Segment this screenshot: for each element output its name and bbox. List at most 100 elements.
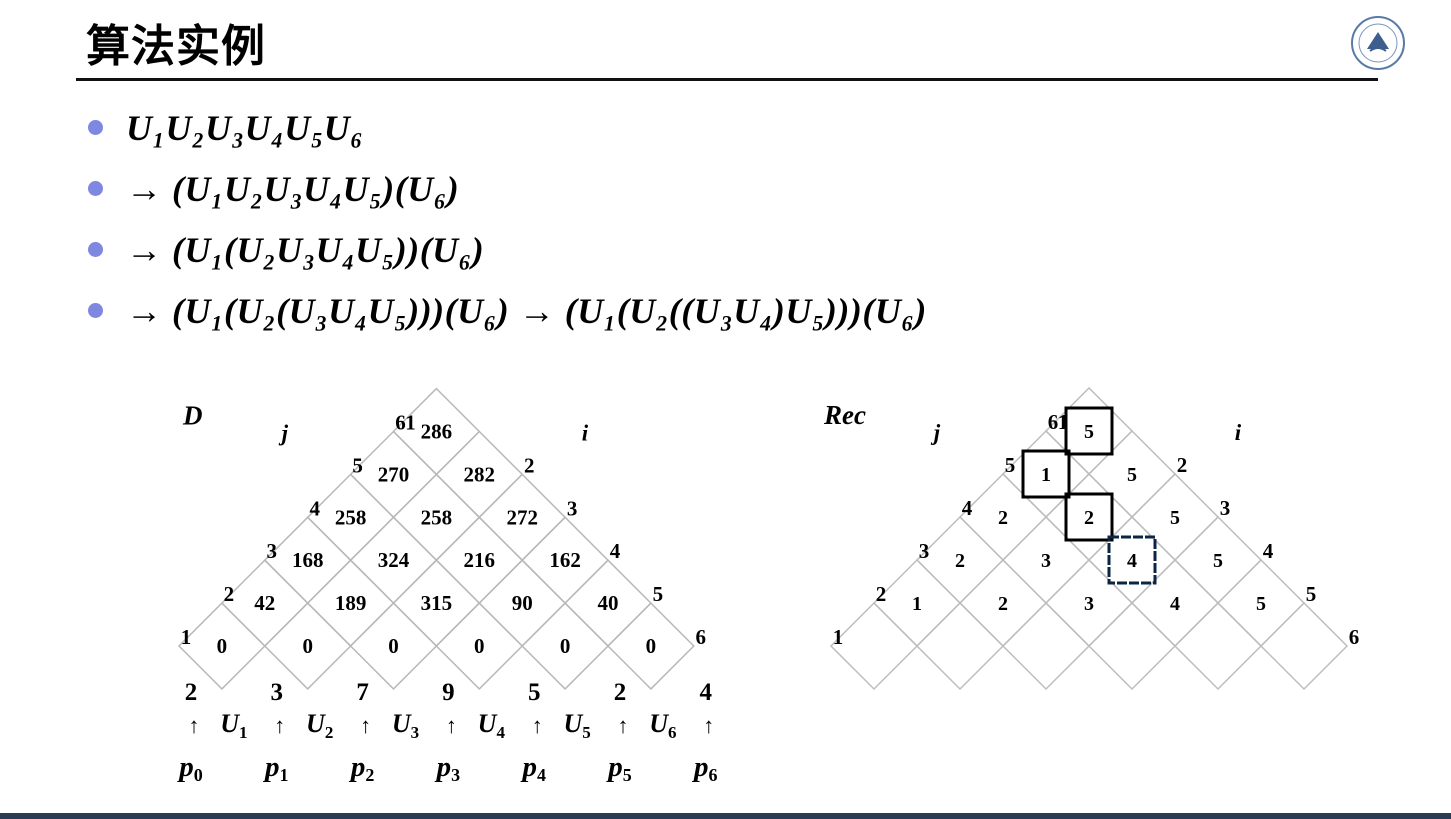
grid-cell bbox=[1001, 601, 1091, 691]
j-index-label: 5 bbox=[352, 453, 363, 477]
bullet-item: U₁U₂U₃U₄U₅U₆ bbox=[86, 100, 927, 161]
cell-value: 0 bbox=[560, 634, 571, 658]
bullet-expression: → (U₁(U₂U₃U₄U₅))(U₆) bbox=[126, 230, 485, 270]
cell-value: 282 bbox=[464, 462, 496, 486]
grid-cell bbox=[1173, 601, 1263, 691]
p-value: 9 bbox=[442, 679, 455, 706]
cell-value: 0 bbox=[474, 634, 485, 658]
cell-value: 5 bbox=[1213, 550, 1223, 572]
up-arrow-icon: ↑ bbox=[274, 713, 285, 738]
up-arrow-icon: ↑ bbox=[703, 713, 714, 738]
i-index-label: 1 bbox=[1058, 410, 1069, 434]
cell-value: 168 bbox=[292, 548, 324, 572]
bullet-dot-icon bbox=[88, 242, 103, 257]
j-index-label: 2 bbox=[876, 582, 887, 606]
cell-value: 5 bbox=[1256, 593, 1266, 615]
bottom-bar bbox=[0, 813, 1451, 819]
j-index-label: 2 bbox=[224, 582, 235, 606]
u-label: U4 bbox=[478, 709, 506, 742]
j-index-label: 3 bbox=[919, 539, 930, 563]
cell-value: 4 bbox=[1127, 550, 1137, 572]
highlight-box bbox=[1064, 406, 1114, 456]
u-label: U5 bbox=[563, 709, 590, 742]
j-index-label: 1 bbox=[833, 625, 844, 649]
grid-cell bbox=[915, 601, 1005, 691]
u-label: U1 bbox=[220, 709, 247, 742]
bullet-list: U₁U₂U₃U₄U₅U₆ → (U₁U₂U₃U₄U₅)(U₆) → (U₁(U₂… bbox=[86, 100, 927, 344]
p-value: 5 bbox=[528, 679, 541, 706]
grid-cell bbox=[392, 387, 481, 476]
grid-cell bbox=[829, 601, 919, 691]
bullet-dot-icon bbox=[88, 181, 103, 196]
cell-value: 5 bbox=[1127, 464, 1137, 486]
cell-value: 3 bbox=[1084, 593, 1094, 615]
title-rule bbox=[76, 78, 1378, 81]
university-logo-icon bbox=[1351, 16, 1405, 70]
i-index-label: 3 bbox=[567, 496, 578, 520]
grid-cell bbox=[1044, 386, 1134, 476]
cell-value: 40 bbox=[598, 591, 619, 615]
p-label: p2 bbox=[348, 751, 375, 785]
j-index-label: 4 bbox=[962, 496, 973, 520]
cell-value: 315 bbox=[421, 591, 453, 615]
cell-value: 286 bbox=[421, 420, 453, 444]
j-index-label: 4 bbox=[309, 496, 320, 520]
cell-value: 270 bbox=[378, 462, 410, 486]
j-index-label: 5 bbox=[1005, 453, 1016, 477]
i-index-label: 2 bbox=[1177, 453, 1188, 477]
bullet-dot-icon bbox=[88, 303, 103, 318]
j-index-label: 6 bbox=[395, 411, 406, 435]
highlight-box bbox=[1107, 535, 1157, 585]
p-value: 3 bbox=[271, 679, 284, 706]
cell-value: 272 bbox=[506, 505, 538, 529]
highlight-box bbox=[1064, 492, 1114, 542]
p-value: 7 bbox=[356, 679, 369, 706]
bullet-item: → (U₁(U₂(U₃U₄U₅)))(U₆) → (U₁(U₂((U₃U₄)U₅… bbox=[86, 283, 927, 344]
cell-value: 4 bbox=[1170, 593, 1180, 615]
p-value: 2 bbox=[185, 679, 198, 706]
p-label: p3 bbox=[434, 751, 461, 785]
u-label: U6 bbox=[649, 709, 676, 742]
diagram-label: D bbox=[182, 401, 203, 431]
i-index-label: 1 bbox=[405, 411, 416, 435]
i-index-label: 3 bbox=[1220, 496, 1231, 520]
up-arrow-icon: ↑ bbox=[360, 713, 371, 738]
cell-value: 216 bbox=[464, 548, 496, 572]
p-label: p1 bbox=[262, 751, 289, 785]
j-axis-label: j bbox=[278, 420, 289, 445]
up-arrow-icon: ↑ bbox=[446, 713, 457, 738]
cell-value: 3 bbox=[1041, 550, 1051, 572]
u-label: U2 bbox=[306, 709, 333, 742]
i-index-label: 6 bbox=[696, 625, 707, 649]
cell-value: 2 bbox=[998, 507, 1008, 529]
p-value: 4 bbox=[700, 679, 713, 706]
i-index-label: 5 bbox=[653, 582, 664, 606]
cell-value: 42 bbox=[254, 591, 275, 615]
cell-value: 0 bbox=[388, 634, 399, 658]
cell-value: 162 bbox=[549, 548, 581, 572]
j-axis-label: j bbox=[930, 420, 941, 445]
i-index-label: 6 bbox=[1349, 625, 1360, 649]
i-index-label: 4 bbox=[1263, 539, 1274, 563]
cell-value: 1 bbox=[1041, 464, 1051, 486]
cell-value: 2 bbox=[1084, 507, 1094, 529]
highlight-box bbox=[1021, 449, 1071, 499]
up-arrow-icon: ↑ bbox=[532, 713, 543, 738]
cell-value: 258 bbox=[421, 505, 453, 529]
cell-value: 258 bbox=[335, 505, 367, 529]
bullet-dot-icon bbox=[88, 120, 103, 135]
slide-title: 算法实例 bbox=[86, 21, 266, 72]
cell-value: 5 bbox=[1084, 421, 1094, 443]
j-index-label: 6 bbox=[1048, 410, 1059, 434]
i-axis-label: i bbox=[582, 420, 589, 445]
bullet-expression: → (U₁U₂U₃U₄U₅)(U₆) bbox=[126, 169, 460, 209]
i-index-label: 4 bbox=[610, 539, 621, 563]
grid-cell bbox=[1259, 601, 1349, 691]
j-index-label: 3 bbox=[267, 539, 278, 563]
up-arrow-icon: ↑ bbox=[618, 713, 629, 738]
cell-value: 0 bbox=[217, 634, 228, 658]
bullet-expression: → (U₁(U₂(U₃U₄U₅)))(U₆) → (U₁(U₂((U₃U₄)U₅… bbox=[126, 291, 927, 331]
grid-cell bbox=[1087, 601, 1177, 691]
